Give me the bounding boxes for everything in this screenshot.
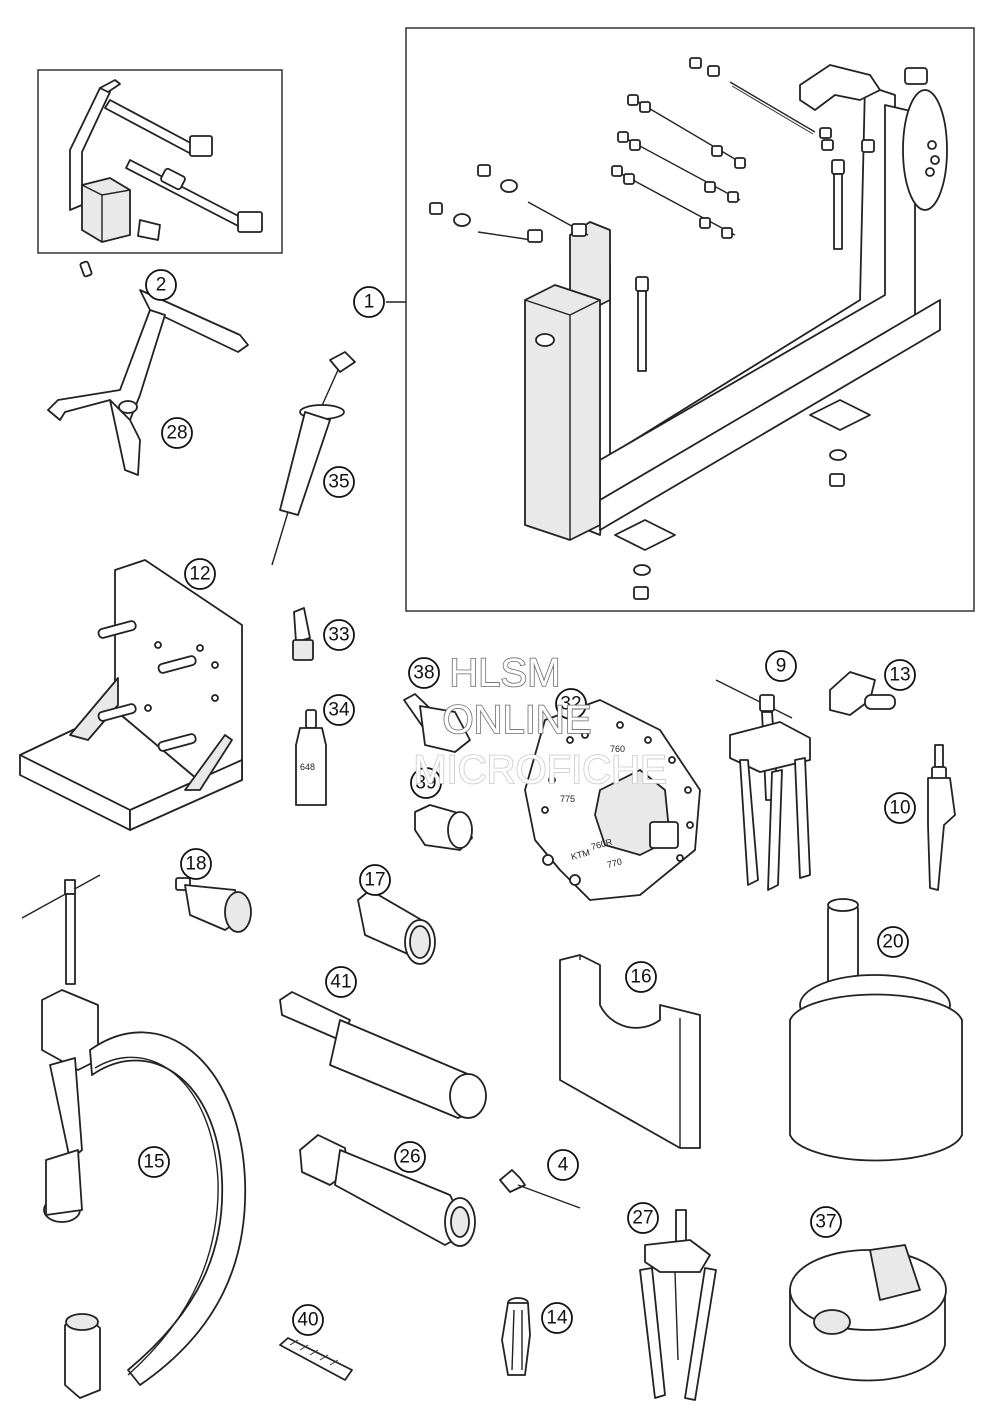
part-38-mandrel [403,693,471,753]
svg-text:15: 15 [143,1152,164,1173]
svg-text:39: 39 [415,773,436,794]
watermark-line-3: MICROFICHE [413,748,666,792]
part-12-mounting-bracket [19,559,243,831]
callout-35: 35 [323,466,355,498]
part-9-bearing-puller [715,679,811,891]
svg-text:13: 13 [889,665,910,686]
svg-text:41: 41 [330,972,351,993]
callout-18: 18 [180,848,212,880]
svg-text:10: 10 [889,798,910,819]
svg-text:18: 18 [185,854,206,875]
svg-text:38: 38 [413,663,434,684]
svg-text:26: 26 [399,1147,420,1168]
plate-marking-760: 760 [610,744,625,754]
callout-39: 39 [410,767,442,799]
svg-text:37: 37 [815,1212,836,1233]
callout-4: 4 [547,1149,579,1181]
svg-text:28: 28 [166,423,187,444]
callout-27: 27 [627,1202,659,1234]
callout-40: 40 [292,1304,324,1336]
callout-33: 33 [323,619,355,651]
svg-text:2: 2 [156,275,167,296]
svg-text:14: 14 [546,1308,568,1329]
group-box-part-2 [37,69,283,254]
callout-38: 38 [408,657,440,689]
svg-text:34: 34 [328,700,350,721]
callout-2: 2 [145,269,177,301]
svg-text:27: 27 [632,1208,653,1229]
part-40-threaded-rod [279,1337,353,1381]
part-34-loctite-bottle: 648 [295,709,327,806]
callout-26: 26 [394,1141,426,1173]
svg-text:16: 16 [630,967,651,988]
callout-13: 13 [884,659,916,691]
watermark: HLSM ONLINE MICROFICHE [413,650,668,793]
part-37-cylinder-cup [789,1244,947,1382]
part-32-flywheel-puller-plate: 775 760 KTM 760R 770 [524,699,701,901]
callout-28: 28 [161,417,193,449]
watermark-line-2: ONLINE [443,698,592,742]
part-15-valve-spring-compressor [21,874,247,1399]
svg-text:20: 20 [882,932,903,953]
svg-text:40: 40 [297,1310,318,1331]
part-39-sleeve [414,804,473,851]
part-14-sleeve-tool [501,1297,531,1376]
svg-text:1: 1 [364,292,375,313]
part-2-bracket-tool [69,79,263,243]
callout-32: 32 [555,688,587,720]
plate-marking-ktm: KTM [570,847,591,862]
callout-12: 12 [184,558,216,590]
callout-16: 16 [625,961,657,993]
part-13-knob-bolt [829,671,896,716]
callout-10: 10 [884,792,916,824]
callout-15: 15 [138,1146,170,1178]
callout-17: 17 [359,864,391,896]
watermark-line-1: HLSM [449,651,560,695]
part-4-locking-pin [499,1169,581,1209]
part-17-protective-sleeve [357,889,436,965]
callout-20: 20 [877,926,909,958]
part-1-engine-stand [429,57,948,600]
callout-34: 34 [323,694,355,726]
part-33-sealant-tube [292,607,314,661]
svg-text:33: 33 [328,625,349,646]
part-10-slide-hammer-adapter [927,744,956,891]
svg-text:12: 12 [189,564,210,585]
callout-37: 37 [810,1206,842,1238]
part-35-syringe [271,351,356,566]
svg-text:32: 32 [560,694,581,715]
callout-9: 9 [765,650,797,682]
svg-text:17: 17 [364,870,385,891]
part-20-press-tool [789,898,963,1162]
part-26-socket-wrench [299,1134,476,1247]
part-16-holding-plate [559,954,701,1149]
part-27-gear-puller [639,1209,717,1401]
bottle-label: 648 [300,762,315,772]
part-41-press-drift [279,991,487,1119]
group-box-part-1 [405,27,975,612]
callout-1: 1 [353,286,385,318]
callout-14: 14 [541,1302,573,1334]
part-18-adapter [175,877,252,933]
svg-text:35: 35 [328,472,349,493]
plate-marking-770: 770 [606,856,623,870]
svg-text:4: 4 [558,1155,569,1176]
callout-41: 41 [325,966,357,998]
plate-marking-775: 775 [560,794,575,804]
part-28-holding-wrench [47,260,249,476]
svg-text:9: 9 [776,656,787,677]
